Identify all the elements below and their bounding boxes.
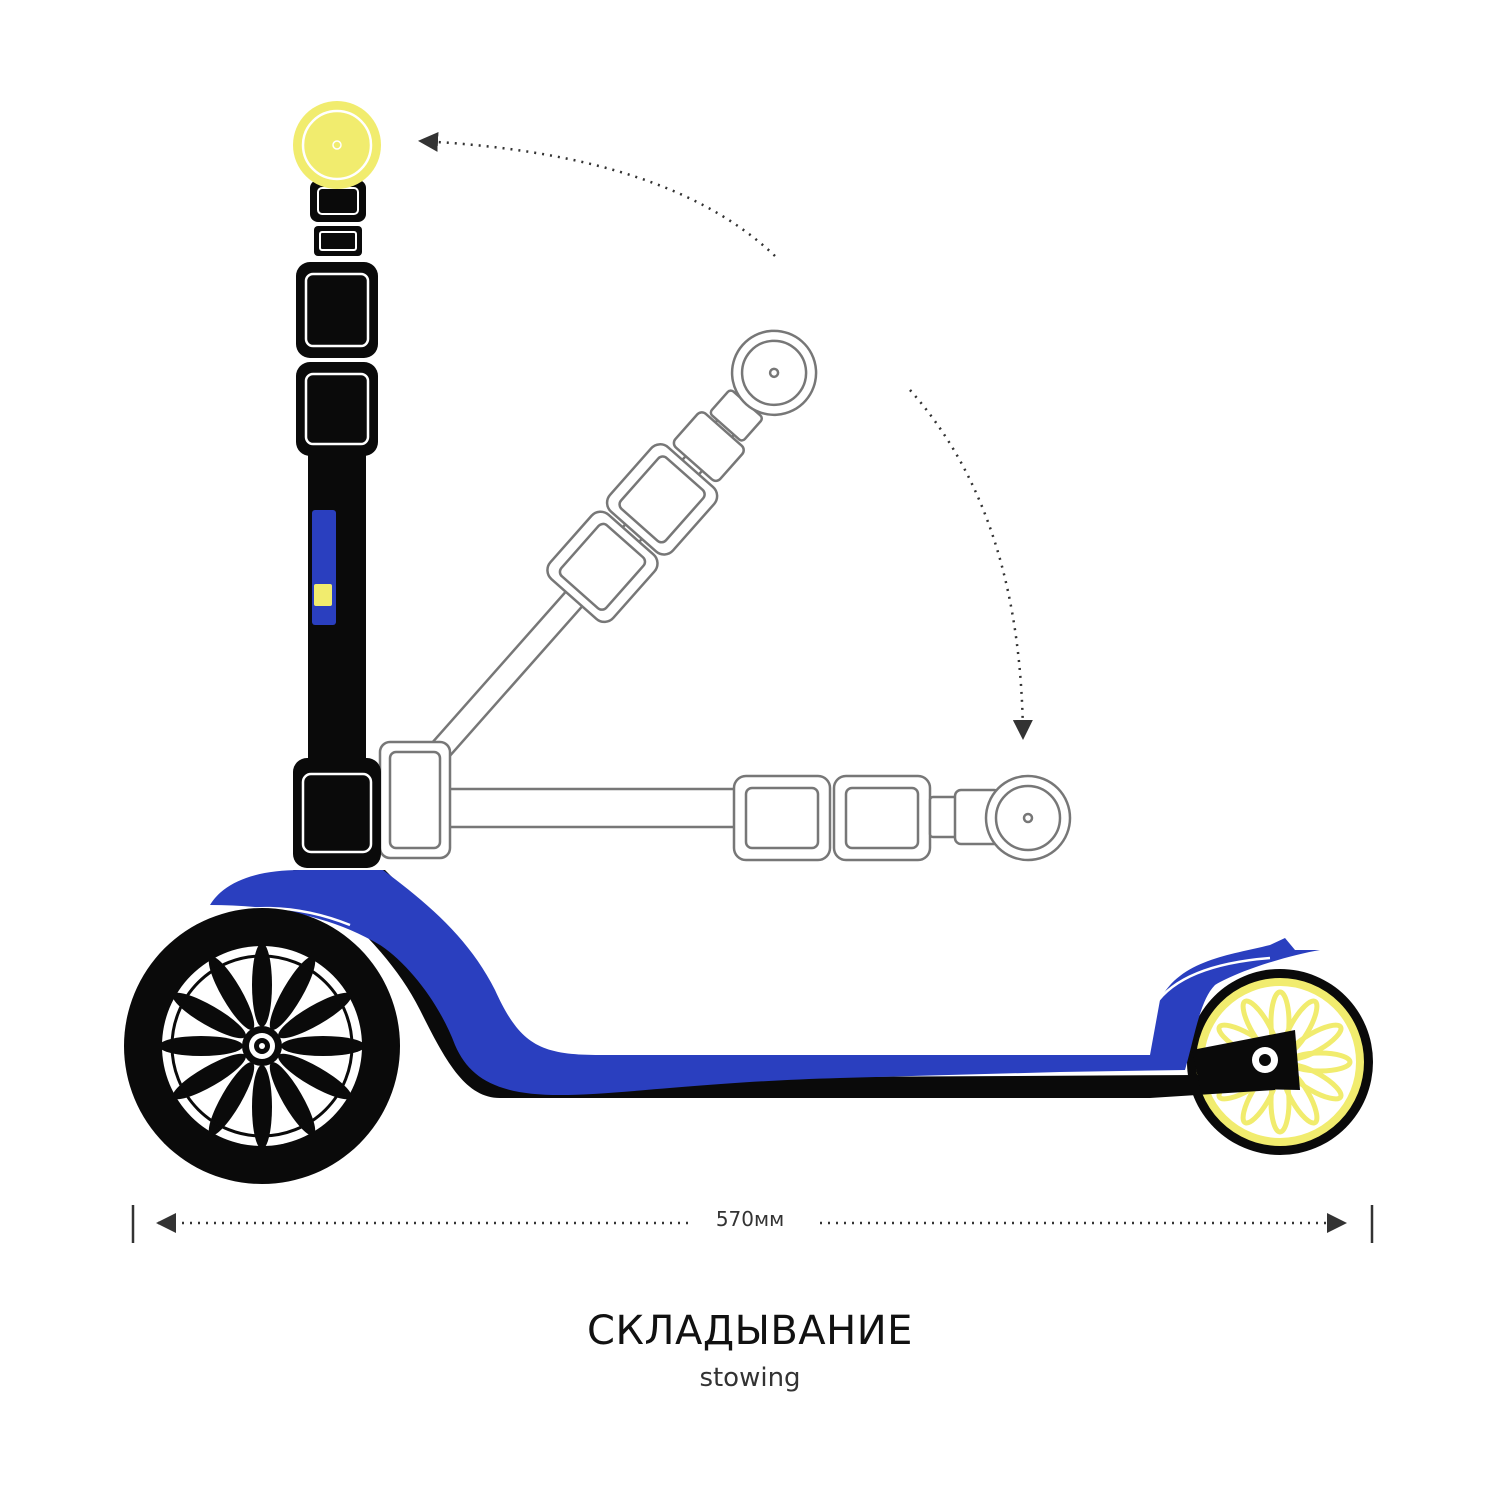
dimension-line: [131, 1205, 1374, 1243]
caption-subtitle: stowing: [699, 1363, 801, 1393]
grip-lower: [296, 362, 378, 456]
grip-upper: [296, 262, 378, 358]
stem-clamp-bottom: [293, 758, 381, 868]
handlebar-upright: [293, 101, 381, 868]
fold-arrow-top: [418, 131, 776, 257]
handlebar-ghost-diagonal: [397, 329, 818, 797]
handlebar-ghost-folded: [378, 740, 1072, 862]
front-wheel: [124, 908, 400, 1184]
grip-end-cap: [293, 101, 381, 189]
dimension-label: 570мм: [715, 1207, 785, 1231]
rear-fender-line: [1153, 956, 1271, 1006]
brand-label: [312, 510, 336, 625]
rear-brake-arm: [1192, 1030, 1300, 1090]
caption-title: СКЛАДЫВАНИЕ: [587, 1308, 913, 1354]
fold-arrow-side: [909, 389, 1033, 740]
deck-highlight-line: [194, 906, 351, 927]
deck: [210, 870, 1320, 1095]
